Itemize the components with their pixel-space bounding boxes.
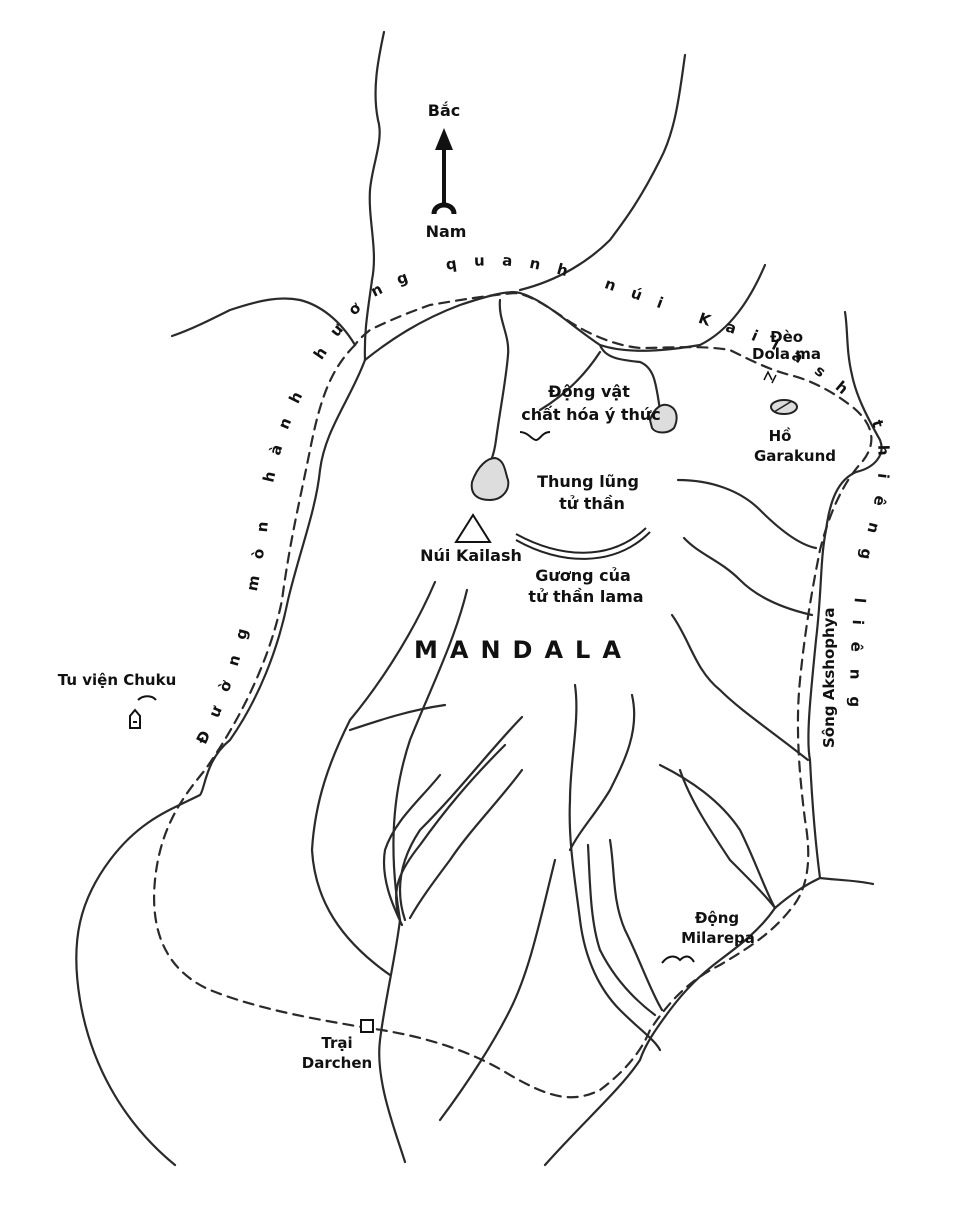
river-milarepa-north bbox=[658, 763, 822, 910]
label-trai-1: Trại bbox=[321, 1034, 352, 1052]
lake-garakund-hatch bbox=[773, 400, 793, 413]
river-branch-c bbox=[395, 743, 507, 922]
river-west-long bbox=[75, 358, 367, 1167]
label-ho-2: Garakund bbox=[754, 447, 836, 465]
label-dongvat-2: chất hóa ý thức bbox=[521, 405, 661, 424]
label-dong-2: Milarepa bbox=[681, 929, 755, 947]
label-thung-1: Thung lũng bbox=[537, 472, 639, 491]
label-mandala: MANDALA bbox=[414, 636, 633, 664]
compass-north-label: Bắc bbox=[428, 101, 460, 120]
river-mid-2 bbox=[568, 693, 636, 852]
river-center-branch bbox=[598, 343, 662, 412]
river-east-4 bbox=[678, 768, 777, 910]
label-pilgrimage-route-text: Đường mòn hành hương quanh núi Kailash t… bbox=[193, 251, 876, 747]
compass: Bắc Nam bbox=[426, 101, 467, 241]
label-guong-2: tử thần lama bbox=[528, 587, 643, 606]
label-pilgrimage-route: Đường mòn hành hương quanh núi Kailash t… bbox=[193, 251, 893, 747]
compass-south-label: Nam bbox=[426, 222, 467, 241]
north-arrow-icon bbox=[435, 128, 453, 150]
route-kora bbox=[153, 291, 873, 1099]
river-north-right bbox=[518, 53, 687, 292]
kailash-triangle-icon bbox=[454, 513, 492, 543]
river-milarepa-south bbox=[543, 906, 777, 1167]
label-trai-2: Darchen bbox=[302, 1054, 372, 1072]
camp-icon bbox=[360, 1019, 374, 1033]
pilgrimage-route bbox=[153, 291, 873, 1099]
label-ho-1: Hồ bbox=[769, 426, 792, 445]
label-song: Sông Akshophya bbox=[820, 607, 838, 748]
label-deo-2: Dola ma bbox=[752, 345, 821, 363]
river-mid-1 bbox=[568, 683, 662, 1052]
label-thung-2: tử thần bbox=[559, 494, 625, 513]
monastery-icon bbox=[129, 695, 157, 729]
river-center-main bbox=[378, 588, 469, 1164]
label-deo-1: Đèo bbox=[770, 328, 803, 346]
lakes bbox=[470, 399, 798, 502]
compass-base-icon bbox=[431, 202, 457, 215]
river-dongvat bbox=[483, 298, 510, 472]
label-dong-1: Động bbox=[695, 909, 739, 927]
river-branch-e bbox=[382, 773, 442, 927]
mirror-arc bbox=[515, 527, 651, 560]
label-guong-1: Gương của bbox=[535, 566, 631, 585]
river-branch-b bbox=[398, 715, 524, 922]
river-east-1 bbox=[676, 478, 818, 550]
label-dongvat-1: Động vật bbox=[548, 382, 630, 401]
river-south-center bbox=[438, 858, 557, 1122]
river-branch-d bbox=[408, 768, 524, 920]
river-branch-a bbox=[348, 703, 447, 732]
river-east-top bbox=[807, 310, 883, 886]
river-mid-3 bbox=[608, 838, 664, 1012]
river-center-branch2 bbox=[538, 350, 602, 412]
river-north-left bbox=[363, 30, 386, 362]
river-west-top bbox=[170, 297, 357, 347]
rivers bbox=[75, 30, 883, 1167]
river-center-left bbox=[310, 580, 437, 977]
cave-icon-dongvat bbox=[519, 431, 551, 442]
lake-dongvat bbox=[470, 456, 510, 502]
labels: Đèo Dola ma Động vật chất hóa ý thức Hồ … bbox=[58, 328, 838, 1072]
river-east-2 bbox=[682, 536, 814, 617]
label-kailash: Núi Kailash bbox=[420, 546, 522, 565]
lake-small-east bbox=[648, 403, 678, 434]
river-east-3 bbox=[670, 613, 810, 762]
pass-icon bbox=[763, 370, 777, 384]
symbols bbox=[129, 370, 777, 1033]
river-mid-4 bbox=[586, 843, 657, 1017]
cave-icon-milarepa bbox=[661, 955, 695, 964]
label-tuvien: Tu viện Chuku bbox=[58, 671, 177, 689]
